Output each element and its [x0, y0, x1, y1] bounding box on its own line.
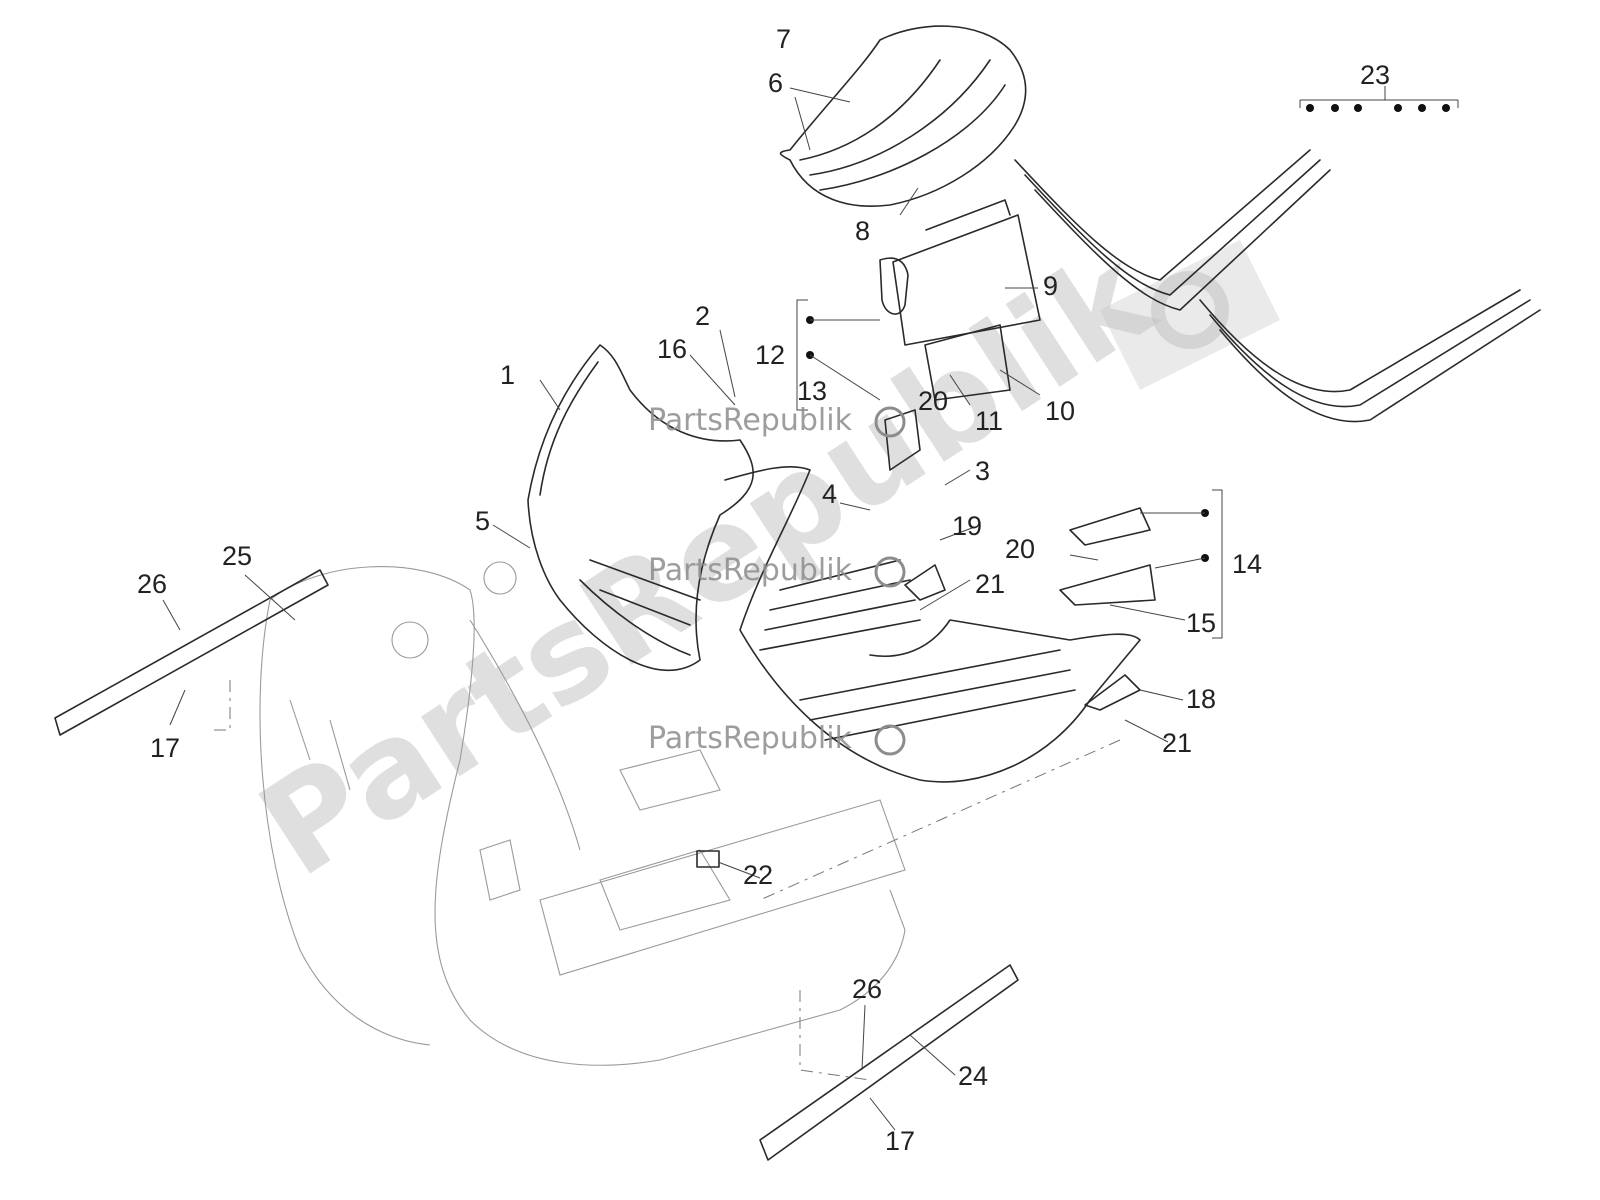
callout-25: 25 [222, 541, 252, 571]
leader-lines [162, 86, 1386, 1131]
part-18-bracket [1084, 674, 1141, 711]
leg-shield-body [259, 561, 906, 1066]
callout-1: 1 [500, 360, 515, 390]
part-22-clip [696, 850, 720, 868]
callout-21-top: 21 [975, 569, 1005, 599]
callout-26-left: 26 [137, 569, 167, 599]
callout-8: 8 [855, 216, 870, 246]
part-14-grommet-set [1059, 507, 1156, 606]
assembly-lines [210, 680, 1121, 1081]
callout-23: 23 [1360, 60, 1390, 90]
part-1-leg-shield-cover [527, 344, 754, 672]
callout-10: 10 [1045, 396, 1075, 426]
part-23-trim-strips [1014, 149, 1541, 423]
callout-2: 2 [695, 301, 710, 331]
part-25-side-trim-left [54, 569, 329, 736]
callout-4: 4 [822, 479, 837, 509]
callout-5: 5 [475, 506, 490, 536]
callout-20-top: 20 [918, 386, 948, 416]
callout-17-left: 17 [150, 733, 180, 763]
watermark-text-small: PartsRepublik [648, 721, 853, 756]
watermark-text-small: PartsRepublik [648, 553, 853, 588]
callout-6: 6 [768, 68, 783, 98]
callout-17-bottom: 17 [885, 1126, 915, 1156]
callout-21-bottom: 21 [1162, 728, 1192, 758]
watermark-text-small: PartsRepublik [648, 403, 853, 438]
gear-icon [874, 556, 906, 588]
gear-icon [874, 406, 906, 438]
callout-13: 13 [797, 376, 827, 406]
callout-7: 7 [776, 24, 791, 54]
watermark-tag-2: PartsRepublik [648, 553, 906, 588]
callout-11: 11 [975, 406, 1003, 436]
group-bracket-23 [1299, 99, 1459, 112]
callout-19: 19 [952, 511, 982, 541]
callout-16: 16 [657, 334, 687, 364]
gear-icon [874, 724, 906, 756]
callout-18: 18 [1186, 684, 1216, 714]
group-bracket-14 [1140, 489, 1223, 639]
part-24-side-trim-right [759, 964, 1019, 1161]
part-12-inserts [879, 257, 921, 471]
callout-20-right: 20 [1005, 534, 1035, 564]
watermark-tag-3: PartsRepublik [648, 721, 906, 756]
part-footboard [724, 465, 1141, 783]
callout-15: 15 [1186, 608, 1216, 638]
callout-3: 3 [975, 456, 990, 486]
part-6-floor-mat [779, 25, 1027, 207]
watermark-tag-1: PartsRepublik [648, 403, 906, 438]
callouts: 1 2 3 4 5 6 7 8 9 10 11 12 13 14 15 16 1… [137, 24, 1390, 1156]
callout-22: 22 [743, 860, 773, 890]
callout-14: 14 [1232, 549, 1262, 579]
part-9-plate [892, 199, 1041, 346]
part-10-bracket [924, 324, 1011, 401]
group-bracket-12 [796, 299, 881, 411]
callout-24: 24 [958, 1061, 988, 1091]
part-19-bracket [904, 564, 946, 601]
callout-12: 12 [755, 340, 785, 370]
callout-9: 9 [1043, 271, 1058, 301]
callout-26-bottom: 26 [852, 974, 882, 1004]
